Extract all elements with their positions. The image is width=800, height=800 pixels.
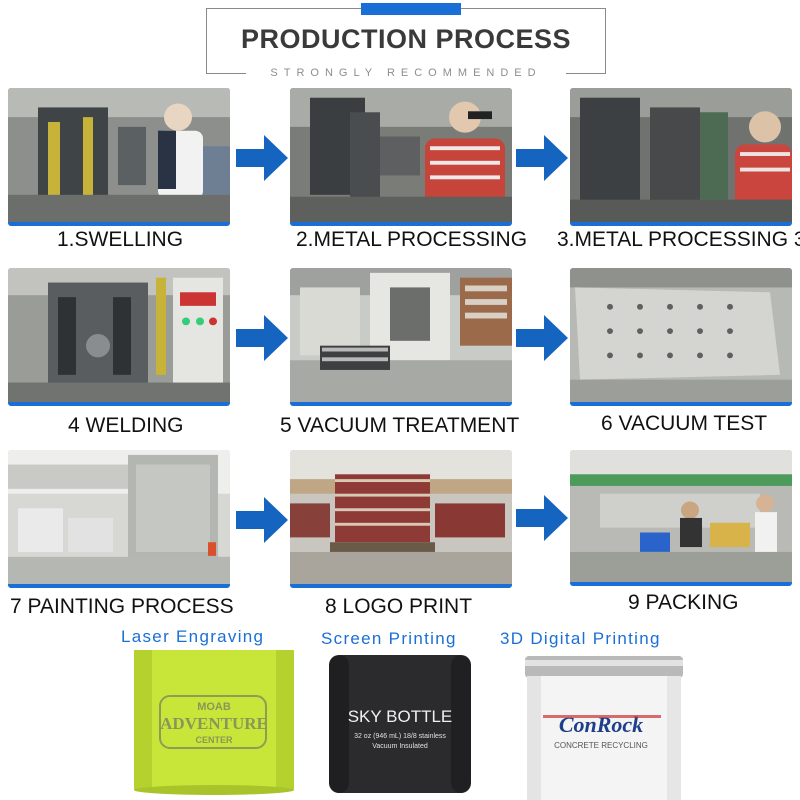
step-7-caption: 7 PAINTING PROCESS — [10, 595, 234, 618]
method-screen-label: Screen Printing — [321, 629, 457, 648]
laser-cup-main-text: ADVENTURE — [160, 714, 268, 733]
arrow-right-icon — [236, 497, 288, 543]
arrow-right-icon — [516, 135, 568, 181]
arrow-right-icon — [516, 495, 568, 541]
method-laser-label: Laser Engraving — [121, 627, 265, 646]
arrow-right-icon — [236, 135, 288, 181]
header-accent-tab — [361, 3, 461, 15]
header-divider-left — [206, 73, 246, 74]
step-8-caption: 8 LOGO PRINT — [325, 595, 473, 618]
screen-bottle-spec-line2: Vacuum Insulated — [372, 743, 428, 750]
header-divider-right — [566, 73, 606, 74]
step-6-caption: 6 VACUUM TEST — [601, 412, 768, 435]
page-title: PRODUCTION PROCESS — [240, 24, 572, 54]
laser-cup-bottom-text: CENTER — [195, 735, 233, 745]
step-4-photo — [8, 268, 230, 406]
step-7-photo — [8, 450, 230, 588]
step-4-caption: 4 WELDING — [68, 414, 184, 437]
page-subtitle: STRONGLY RECOMMENDED — [270, 67, 542, 79]
arrow-right-icon — [516, 315, 568, 361]
laser-engraved-cup: MOAB ADVENTURE CENTER — [134, 650, 294, 795]
step-1-photo — [8, 88, 230, 226]
step-3-photo — [570, 88, 792, 226]
step-5-photo — [290, 268, 512, 406]
step-8-photo — [290, 450, 512, 588]
step-1-caption: 1.SWELLING — [57, 228, 184, 251]
screen-bottle-brand-text: SKY BOTTLE — [348, 707, 453, 726]
method-digital-label: 3D Digital Printing — [500, 629, 661, 648]
step-2-caption: 2.METAL PROCESSING — [296, 228, 528, 251]
screen-printed-bottle: SKY BOTTLE 32 oz (946 mL) 18/8 stainless… — [329, 655, 471, 793]
step-6-photo — [570, 268, 792, 406]
step-5-caption: 5 VACUUM TREATMENT — [280, 414, 520, 437]
step-2-photo — [290, 88, 512, 226]
laser-cup-top-text: MOAB — [197, 701, 231, 713]
digital-printed-tumbler: ConRock CONCRETE RECYCLING — [525, 656, 683, 800]
arrow-right-icon — [236, 315, 288, 361]
step-9-photo — [570, 450, 792, 586]
digital-tumbler-sub-text: CONCRETE RECYCLING — [554, 741, 648, 750]
step-9-caption: 9 PACKING — [628, 591, 739, 614]
step-3-caption: 3.METAL PROCESSING 3 — [557, 228, 800, 251]
screen-bottle-spec-line1: 32 oz (946 mL) 18/8 stainless — [354, 733, 446, 740]
